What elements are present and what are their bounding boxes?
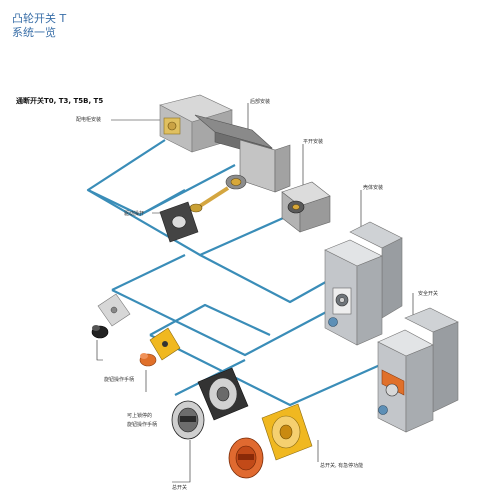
label-lockable-knob-line2: 旋钮操作手柄 — [127, 422, 158, 428]
label-enclosure-mount: 壳体安装 — [363, 185, 384, 191]
label-main-switch: 总开关 — [172, 485, 188, 491]
label-panel-mount: 平开安装 — [303, 139, 324, 145]
panel-mount-switch — [281, 181, 331, 233]
main-switch-handle — [171, 367, 249, 440]
pointer-line — [96, 340, 103, 361]
enclosure-box — [324, 221, 403, 346]
label-distribution-mount: 配电柜安装 — [76, 117, 102, 123]
pointer-line — [172, 440, 191, 483]
page-title: 凸轮开关 T — [12, 12, 67, 25]
label-safety-switch: 安全开关 — [418, 291, 439, 297]
gasket-plate — [159, 201, 199, 243]
drive-shaft-assembly — [189, 174, 247, 213]
connector-line — [111, 289, 331, 357]
label-lockable-knob-line1: 可上锁停的 — [127, 413, 153, 419]
connector-line — [86, 139, 186, 217]
label-main-switch-emergency: 总开关, 有急停功能 — [320, 463, 364, 469]
rear-mount-switch-assembly — [159, 94, 291, 193]
safety-switch-enclosure — [377, 307, 459, 433]
label-knob-handle: 旋钮操作手柄 — [104, 377, 135, 383]
label-rear-mount: 后部安装 — [250, 99, 271, 105]
connector-line — [139, 164, 236, 216]
switch-series-heading: 通断开关T0, T3, T5B, T5 — [16, 97, 104, 105]
label-drive-shaft: 驱动操杆 — [124, 211, 145, 217]
lockable-knob-set — [139, 327, 181, 367]
connector-line — [149, 334, 381, 407]
emergency-stop-handle — [228, 403, 313, 479]
connector-line — [111, 254, 186, 291]
connector-line — [149, 303, 271, 336]
knob-handle-set — [91, 293, 131, 339]
connector-lines — [86, 139, 381, 407]
page-subtitle: 系统一览 — [12, 26, 56, 39]
